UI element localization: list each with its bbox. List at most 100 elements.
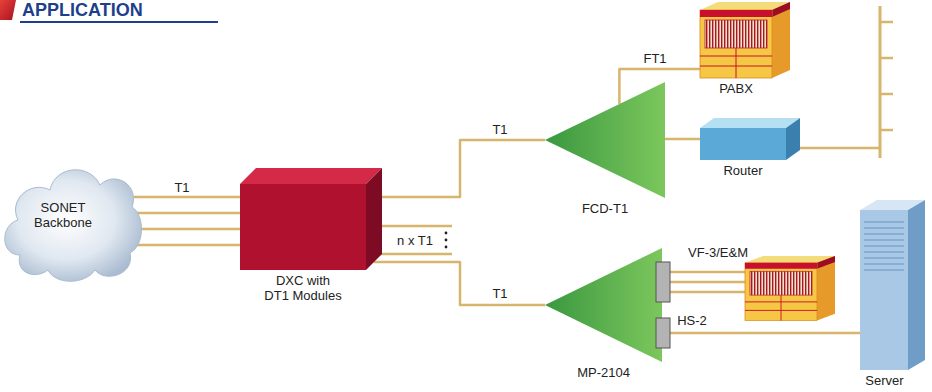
signal-label: VF-3/E&M (686, 245, 750, 260)
edge-label-holder: T1 (490, 286, 509, 301)
pabx-side (772, 2, 790, 78)
t1-link (382, 140, 545, 197)
server-shape (860, 200, 925, 370)
box-side (366, 168, 382, 270)
title-underline (20, 21, 218, 23)
pabx-band (745, 263, 817, 269)
pabx-side (817, 256, 835, 321)
title-holder: APPLICATION (22, 0, 143, 20)
port-module (656, 318, 670, 348)
router-top (700, 118, 800, 128)
triangle-body (545, 248, 662, 362)
cloud-outline (5, 170, 142, 281)
pabx-grille (750, 271, 812, 295)
t1-link (134, 228, 240, 231)
label-holder: DXC with DT1 Modules (263, 273, 343, 303)
multiplexer-triangle: FCD-T1 (545, 82, 665, 198)
lan-tap (880, 21, 893, 24)
label-holder: Server (850, 373, 920, 388)
link-label: T1 (490, 286, 509, 301)
box-top (240, 168, 382, 184)
server-slot (864, 233, 904, 235)
node-label: SONET Backbone (27, 200, 99, 230)
node-label: DXC with DT1 Modules (263, 273, 343, 303)
lan-bus (879, 6, 882, 158)
t1-link (134, 244, 240, 247)
signal-label: n x T1 (395, 233, 435, 248)
server-slot (864, 227, 904, 229)
link-label: HS-2 (675, 313, 709, 328)
router-shape (700, 118, 800, 160)
server-tower: Server (860, 200, 925, 370)
port-module (656, 262, 670, 302)
server-slot (864, 257, 904, 259)
title-icon (0, 0, 16, 20)
free-label-holder: VF-3/E&M (686, 245, 750, 260)
free-label-holder: n x T1 (395, 233, 435, 248)
edge-label-holder: T1 (172, 180, 191, 195)
pabx-panel-line (781, 295, 782, 321)
t1-link (134, 212, 240, 215)
link-label: T1 (172, 180, 191, 195)
pabx-illustration (745, 256, 835, 321)
t1-stub-line (380, 253, 452, 256)
server-slot (864, 269, 904, 271)
node-label: Server (850, 373, 920, 388)
label-holder: FCD-T1 (555, 201, 655, 216)
continuation-dot (445, 232, 448, 235)
server-slot (864, 245, 904, 247)
t1-link (670, 332, 860, 335)
pabx-front (700, 10, 772, 78)
label-holder: SONET Backbone (27, 200, 99, 230)
server-slot (864, 263, 904, 265)
label-holder: PABX (696, 81, 776, 96)
node-label: Router (698, 163, 788, 178)
voice-wire (670, 281, 745, 284)
server-front (860, 210, 908, 370)
pabx-side-band (817, 256, 835, 269)
lan-tap (880, 57, 893, 60)
node-label: MP-2104 (554, 365, 654, 380)
voice-wire (670, 291, 745, 294)
node-label: FCD-T1 (555, 201, 655, 216)
triangle-body (545, 82, 665, 198)
lan-tap (880, 93, 893, 96)
link-label: FT1 (641, 51, 668, 66)
pabx-side-band (772, 2, 790, 17)
pabx-band (700, 10, 772, 17)
label-holder: Router (698, 163, 788, 178)
t1-link (665, 138, 700, 141)
router-lan-line (800, 147, 880, 150)
tri-shape (545, 82, 665, 198)
server-slot (864, 251, 904, 253)
t1-stub-line (380, 225, 452, 228)
router-front (700, 128, 786, 160)
title-text: APPLICATION (22, 0, 143, 20)
cross-connect-box: DXC with DT1 Modules (240, 168, 382, 270)
pabx-front (745, 263, 817, 321)
continuation-dot (445, 246, 448, 249)
server-slot (864, 239, 904, 241)
pabx-panel-line (736, 48, 737, 78)
continuation-dot (445, 239, 448, 242)
server-side (908, 200, 925, 370)
t1-link (134, 196, 240, 199)
edge-label-holder: T1 (490, 122, 509, 137)
edge-label-holder: HS-2 (675, 313, 709, 328)
pabx-grille (705, 20, 767, 48)
router-box: Router (700, 118, 800, 160)
lan-tap (880, 129, 893, 132)
dxc-shape (240, 168, 382, 270)
voice-wire (670, 271, 745, 274)
pabx-cabinet: PABX (700, 2, 790, 78)
cloud-network: SONET Backbone (0, 145, 142, 285)
router-side (786, 118, 800, 160)
label-holder: MP-2104 (554, 365, 654, 380)
multiplexer-triangle: MP-2104 (545, 248, 670, 362)
box-front (240, 184, 366, 270)
pabx-shape (700, 2, 790, 78)
server-slot (864, 221, 904, 223)
triports-shape (545, 248, 670, 362)
